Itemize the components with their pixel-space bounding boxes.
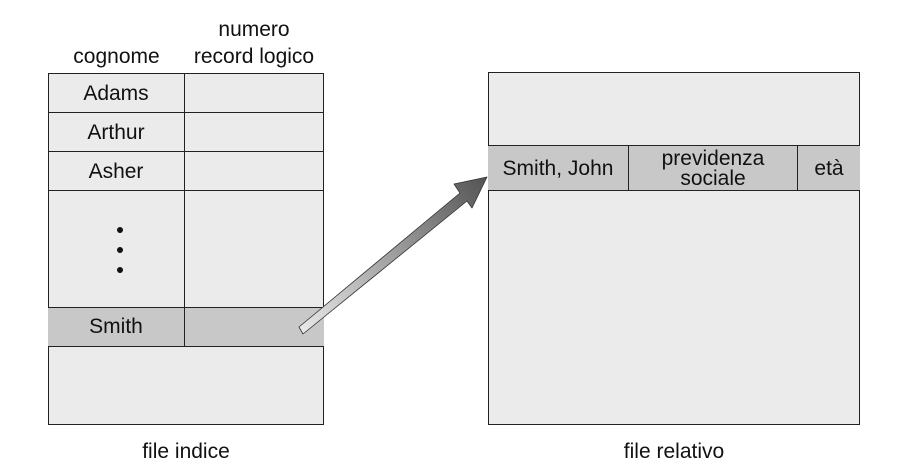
index-row-adams: Adams — [83, 82, 149, 105]
record-divider — [797, 145, 798, 191]
record-field-sociale: sociale — [680, 167, 746, 190]
record-field-eta: età — [814, 157, 844, 180]
col-header-record-logico: record logico — [193, 45, 315, 68]
relative-file-table — [488, 72, 860, 425]
index-file-table — [48, 73, 324, 425]
relative-file-caption: file relativo — [623, 440, 725, 463]
index-row-separator — [48, 151, 324, 152]
index-row-smith-divider — [184, 307, 185, 347]
index-row-separator — [48, 112, 324, 113]
record-name: Smith, John — [502, 157, 614, 180]
index-row-smith-highlight — [48, 307, 324, 347]
index-file-caption: file indice — [142, 440, 230, 463]
record-divider — [628, 145, 629, 191]
ellipsis-dot — [117, 247, 123, 253]
arrow-shape — [298, 176, 488, 335]
col-header-numero: numero — [218, 18, 290, 41]
record-field-previdenza: previdenza — [661, 147, 765, 170]
index-row-separator — [48, 190, 324, 191]
index-row-smith: Smith — [89, 315, 143, 338]
ellipsis-dot — [117, 267, 123, 273]
relative-record-row — [488, 145, 860, 191]
index-row-asher: Asher — [88, 160, 144, 183]
index-row-arthur: Arthur — [87, 121, 145, 144]
ellipsis-dot — [117, 227, 123, 233]
index-column-divider — [184, 73, 185, 347]
col-header-cognome: cognome — [73, 45, 160, 68]
